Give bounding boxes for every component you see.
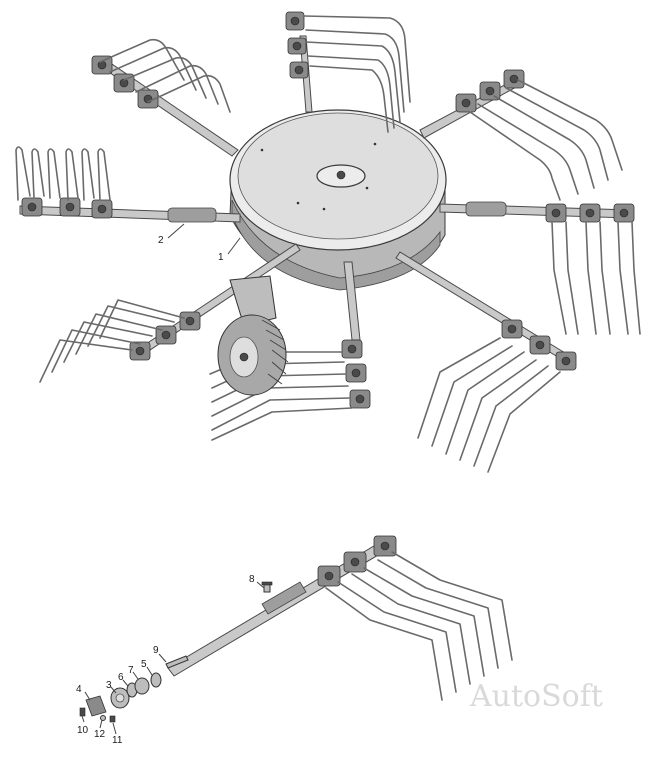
- ground-wheel: [217, 275, 289, 396]
- part-12-washer: [100, 715, 106, 721]
- callout-11: 11: [112, 735, 123, 746]
- callout-12: 12: [94, 729, 106, 740]
- disc-bolts: [260, 142, 377, 211]
- rotor-hub-nut: [336, 170, 346, 180]
- watermark: AutoSoft: [469, 679, 603, 714]
- part-5-ring: [150, 672, 162, 688]
- rotor-housing-shade: [231, 199, 441, 291]
- callout-10: 10: [77, 725, 89, 736]
- callout-2: 2: [158, 235, 164, 246]
- tine-arm-lower-right: [395, 251, 577, 473]
- exploded-arm-assembly: [79, 535, 513, 735]
- tine-arm-lower-left: [39, 243, 301, 383]
- tine-arm-top: [285, 11, 411, 133]
- arm-collar: [261, 581, 307, 615]
- part-9-pin: [165, 655, 189, 669]
- tine-arm-left: [15, 146, 241, 223]
- callout-9: 9: [153, 645, 159, 656]
- callout-6: 6: [118, 672, 124, 683]
- part-7-ring: [134, 677, 150, 695]
- part-11-nut: [109, 715, 116, 723]
- callout-2-leader: [167, 223, 185, 239]
- callout-8: 8: [249, 574, 255, 585]
- callout-1-leader: [227, 237, 241, 255]
- tine-arm-upper-right: [419, 69, 623, 201]
- part-4-clamp: [85, 695, 107, 717]
- tine-arm-right: [439, 201, 641, 335]
- callout-1: 1: [218, 252, 224, 263]
- tine-arm-upper-left: [91, 38, 239, 157]
- callout-5: 5: [141, 659, 147, 670]
- callout-4: 4: [76, 684, 82, 695]
- callout-7: 7: [128, 665, 134, 676]
- callout-3: 3: [106, 680, 112, 691]
- rake-rotor-assembly: [15, 11, 641, 473]
- part-10-bolt: [79, 707, 86, 717]
